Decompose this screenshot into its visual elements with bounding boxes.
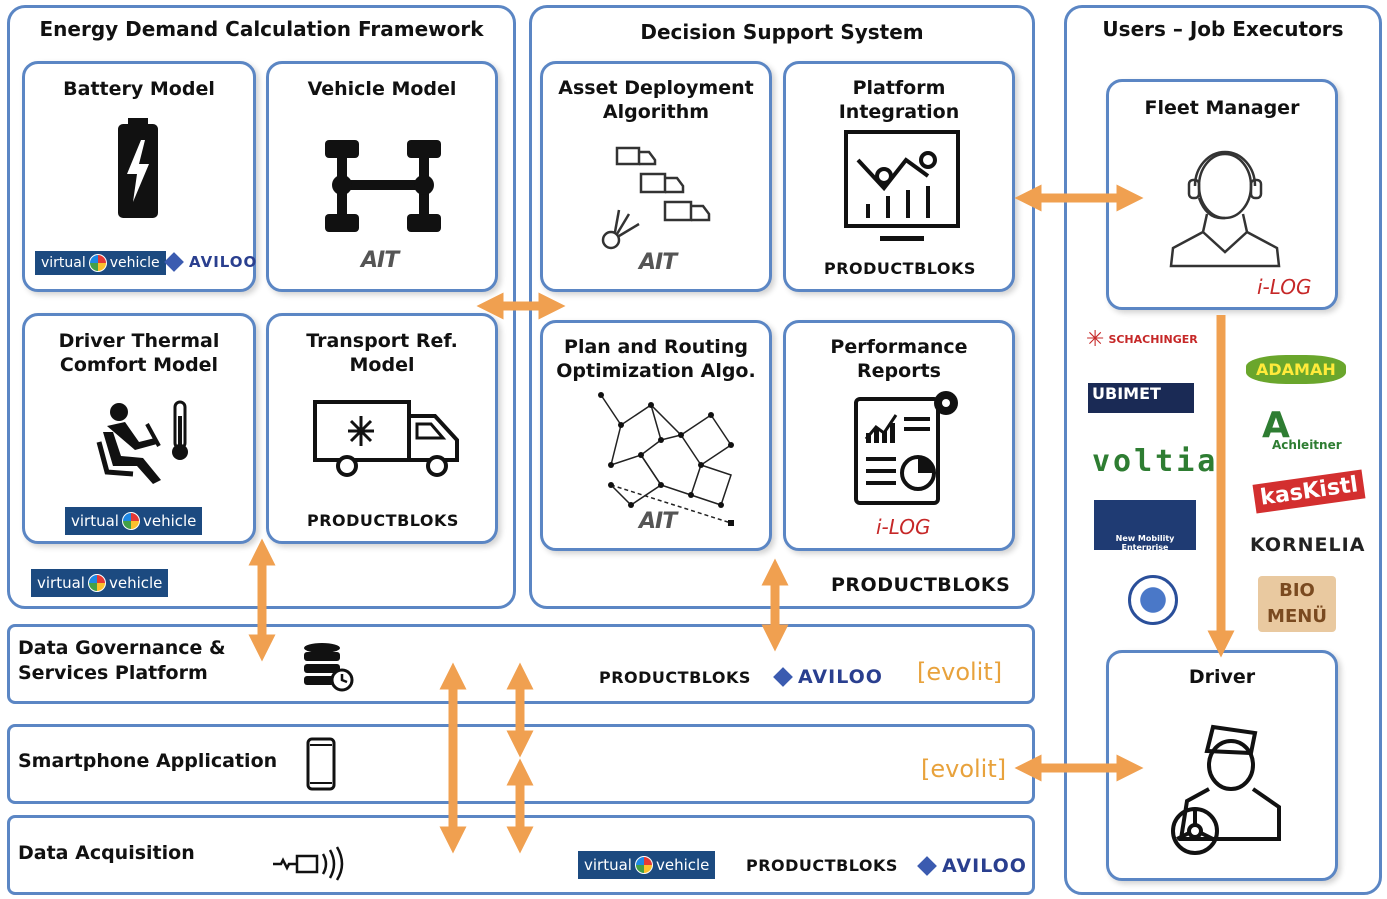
- vehicle-model-box: Vehicle Model AIT: [266, 61, 498, 292]
- vehicle-model-title: Vehicle Model: [307, 78, 457, 100]
- driver-title: Driver: [1188, 666, 1256, 688]
- achleitner-logo: A Achleitner: [1262, 405, 1342, 453]
- ilog-logo: i-LOG: [876, 515, 931, 539]
- energy-framework-title: Energy Demand Calculation Framework: [39, 17, 484, 41]
- productbloks-logo: PRODUCTBLOKS: [599, 668, 751, 687]
- ait-logo: AIT: [639, 509, 677, 534]
- globe-seal-icon: [1128, 575, 1178, 625]
- route-network-icon: [598, 392, 734, 526]
- wireless-sensor-icon: [273, 846, 344, 881]
- adamah-logo: ADAMAH: [1246, 355, 1346, 384]
- schachinger-logo: ✳SCHACHINGER: [1086, 327, 1198, 352]
- schachinger-mark-icon: ✳: [1086, 327, 1105, 352]
- transport-ref-title: Transport Ref.Model: [306, 330, 458, 376]
- smartphone-icon: [306, 737, 336, 791]
- truck-fleet-icon: [601, 146, 711, 250]
- ubimet-logo: UBIMET: [1088, 383, 1194, 413]
- refrigerated-truck-icon: [313, 400, 459, 477]
- evolit-logo: [evolit]: [917, 658, 1003, 686]
- smartphone-label: Smartphone Application: [18, 750, 278, 772]
- fleet-manager-box: Fleet Manager i-LOG: [1106, 79, 1338, 310]
- aviloo-logo: AVILOO: [773, 666, 883, 688]
- voltia-logo: voltia: [1092, 444, 1219, 479]
- dss-title: Decision Support System: [640, 20, 924, 44]
- ait-logo: AIT: [639, 250, 677, 275]
- aviloo-logo: AVILOO: [917, 855, 1027, 877]
- chassis-icon: [325, 140, 441, 232]
- ait-logo: AIT: [361, 248, 399, 273]
- fleet-manager-title: Fleet Manager: [1144, 97, 1300, 119]
- productbloks-logo: PRODUCTBLOKS: [824, 259, 976, 278]
- database-sync-icon: [304, 643, 354, 692]
- achleitner-mark-icon: A: [1262, 405, 1290, 446]
- headset-person-icon: [1169, 150, 1281, 268]
- report-gear-icon: [854, 391, 958, 505]
- productbloks-logo: PRODUCTBLOKS: [307, 511, 459, 530]
- biomenu-logo: BIO MENÜ: [1258, 576, 1336, 632]
- battery-icon: [118, 118, 158, 218]
- driver-person-icon: [1171, 724, 1281, 855]
- data-governance-label: Data Governance &Services Platform: [18, 637, 226, 684]
- seated-driver-icon: [96, 400, 188, 484]
- productbloks-logo: PRODUCTBLOKS: [831, 574, 1011, 596]
- transport-ref-box: Transport Ref.Model PRODUCTBLOKS: [266, 313, 498, 544]
- monitor-chart-icon: [844, 130, 960, 241]
- data-acquisition-label: Data Acquisition: [18, 842, 195, 864]
- users-title: Users – Job Executors: [1102, 17, 1344, 41]
- battery-model-title: Battery Model: [63, 78, 215, 100]
- ilog-logo: i-LOG: [1257, 275, 1312, 299]
- kornelia-logo: KORNELIA: [1250, 534, 1366, 556]
- evolit-logo: [evolit]: [921, 755, 1007, 783]
- nme-logo: New Mobility Enterprise: [1094, 500, 1196, 552]
- productbloks-logo: PRODUCTBLOKS: [746, 856, 898, 875]
- aviloo-logo: AVILOO: [164, 252, 257, 272]
